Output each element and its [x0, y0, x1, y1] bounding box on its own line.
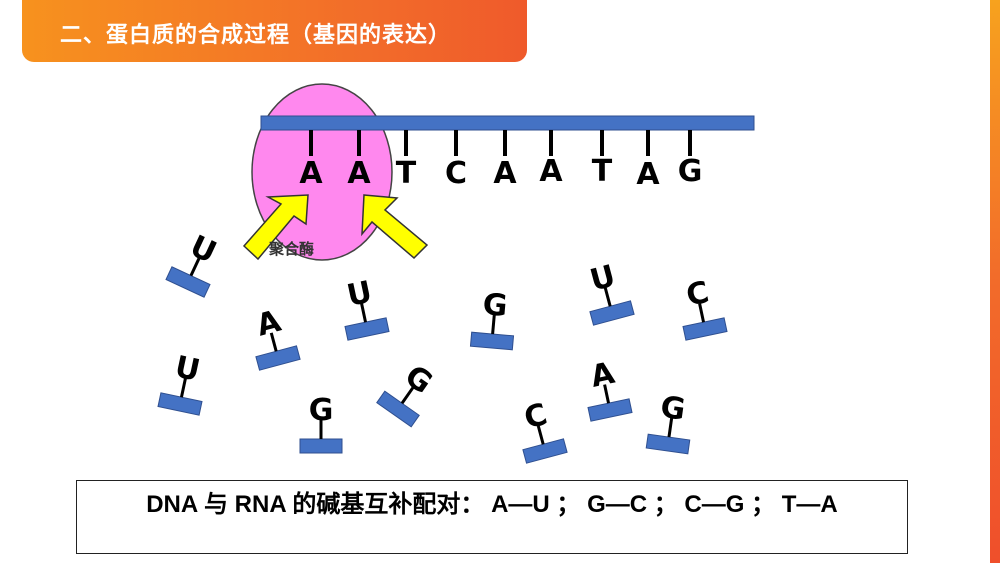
dna-base-letter: T — [396, 156, 417, 191]
dna-base-letter: C — [445, 156, 467, 191]
page-title: 二、蛋白质的合成过程（基因的表达） — [60, 23, 452, 48]
nucleotide-letter: A — [253, 304, 285, 344]
pairing-rule-text: DNA 与 RNA 的碱基互补配对： A—U ； G—C ； C—G ； T—A — [146, 491, 838, 518]
nucleotide-backbone — [344, 317, 390, 341]
free-nucleotide: U — [587, 259, 635, 326]
nucleotide-backbone — [157, 392, 203, 416]
free-nucleotide: G — [469, 287, 515, 351]
free-nucleotide: C — [682, 275, 728, 341]
nucleotide-stick — [179, 378, 187, 398]
dna-base-letter: A — [299, 156, 323, 191]
dna-base-letter: G — [678, 154, 703, 189]
dna-base-letter: A — [636, 157, 660, 192]
nucleotide-stick — [667, 418, 674, 438]
dna-base-letter: T — [592, 154, 613, 189]
nucleotide-stick — [536, 425, 545, 445]
nucleotide-letter: U — [587, 259, 620, 299]
dna-base-letter: A — [347, 156, 371, 191]
nucleotide-backbone — [299, 438, 343, 454]
free-nucleotide: A — [587, 356, 633, 422]
nucleotide-stick — [269, 332, 278, 352]
free-nucleotide: U — [157, 350, 203, 416]
nucleotide-stick — [491, 314, 496, 335]
title-banner: 二、蛋白质的合成过程（基因的表达） — [22, 0, 527, 62]
arrow-right-icon — [361, 194, 429, 260]
free-nucleotide: A — [253, 304, 301, 371]
nucleotide-letter: U — [185, 229, 222, 271]
nucleotide-stick — [189, 257, 201, 277]
nucleotide-letter: U — [344, 275, 375, 314]
nucleotide-backbone — [589, 300, 635, 326]
nucleotide-stick — [698, 303, 706, 323]
free-nucleotide: C — [521, 397, 568, 464]
pairing-rule-box: DNA 与 RNA 的碱基互补配对： A—U ； G—C ； C—G ； T—A — [76, 480, 908, 554]
enzyme-label: 聚合酶 — [268, 240, 314, 258]
nucleotide-backbone — [255, 345, 301, 371]
nucleotide-letter: G — [481, 287, 509, 324]
free-nucleotide: G — [376, 359, 438, 428]
nucleotide-letter: A — [588, 356, 619, 395]
nucleotide-letter: G — [309, 393, 334, 428]
nucleotide-letter: G — [658, 390, 687, 428]
free-nucleotide: G — [645, 390, 691, 455]
free-nucleotide: U — [344, 275, 390, 341]
nucleotide-stick — [400, 386, 415, 405]
nucleotide-letter: C — [521, 397, 551, 437]
nucleotide-stick — [603, 287, 612, 307]
nucleotide-backbone — [682, 317, 728, 341]
arrow-left-icon — [242, 194, 309, 261]
nucleotide-backbone — [469, 331, 515, 351]
nucleotide-backbone — [645, 433, 691, 455]
free-nucleotide: G — [299, 393, 343, 454]
nucleotide-letter: G — [398, 359, 438, 402]
nucleotide-backbone — [587, 398, 633, 422]
dna-base-letter: A — [493, 156, 517, 191]
dna-base-letter: A — [539, 154, 563, 189]
nucleotide-stick — [603, 384, 611, 404]
right-accent-stripe — [990, 0, 1000, 563]
nucleotide-letter: C — [683, 275, 712, 314]
nucleotide-stick — [360, 303, 368, 323]
nucleotide-backbone — [522, 438, 568, 464]
dna-strand-backbone — [260, 115, 755, 131]
nucleotide-backbone — [165, 266, 211, 298]
nucleotide-letter: U — [172, 350, 203, 389]
free-nucleotide: U — [165, 229, 222, 298]
